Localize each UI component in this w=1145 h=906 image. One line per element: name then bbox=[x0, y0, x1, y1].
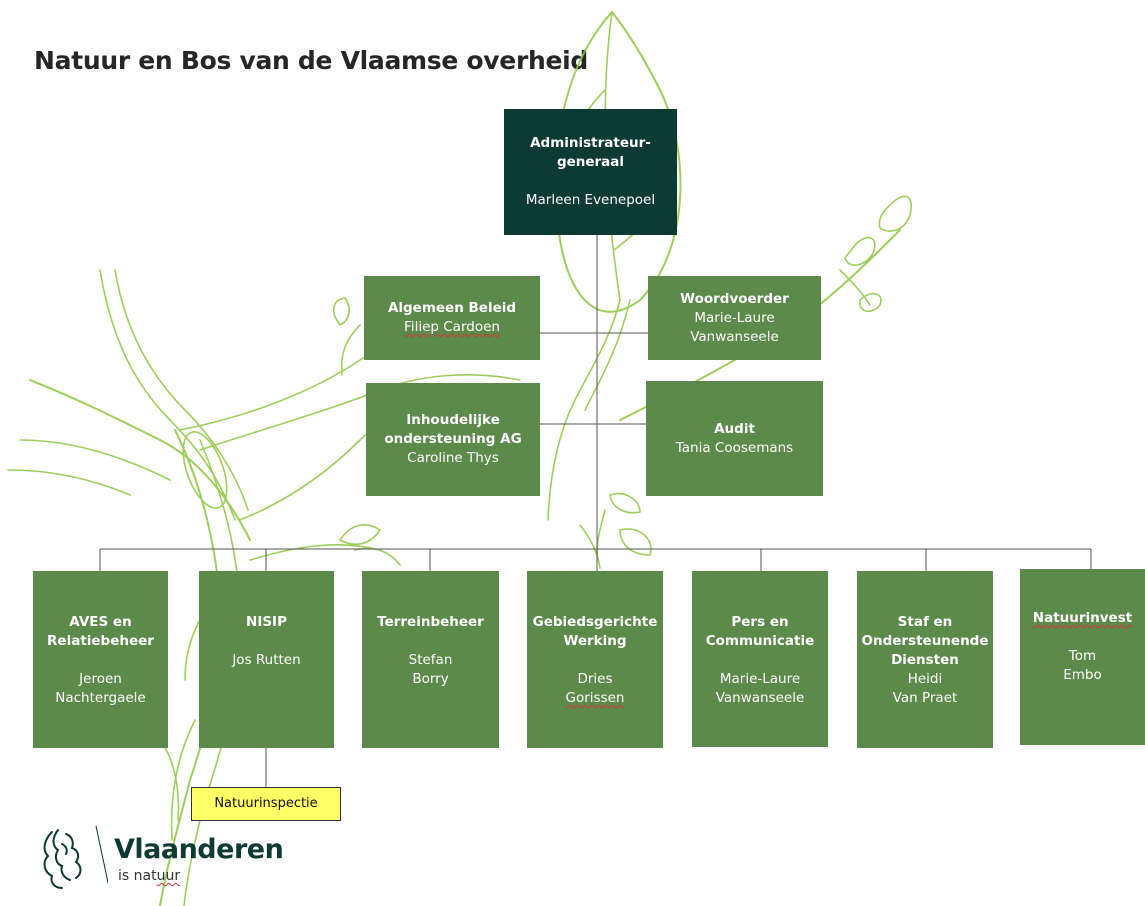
box-administrateur-generaal: Administrateur- generaal Marleen Evenepo… bbox=[504, 109, 677, 235]
box-gebiedsgerichte-werking: Gebiedsgerichte Werking Dries Gorissen bbox=[527, 571, 663, 748]
box-person: Tom Embo bbox=[1063, 648, 1102, 683]
logo-tagline-prefix: is nat bbox=[118, 868, 157, 884]
box-title: AVES en Relatiebeheer bbox=[47, 614, 154, 649]
page-title: Natuur en Bos van de Vlaamse overheid bbox=[34, 46, 588, 75]
box-natuurinspectie: Natuurinspectie bbox=[191, 787, 341, 821]
box-audit: Audit Tania Coosemans bbox=[646, 381, 823, 496]
box-person: Heidi Van Praet bbox=[892, 671, 958, 706]
box-person: Marie-Laure Vanwanseele bbox=[690, 309, 779, 345]
box-person: Marie-Laure Vanwanseele bbox=[715, 671, 805, 706]
box-person: Marleen Evenepoel bbox=[525, 192, 656, 208]
box-inhoudelijke-ondersteuning: Inhoudelijke ondersteuning AG Caroline T… bbox=[366, 383, 540, 496]
box-person: Stefan Borry bbox=[408, 652, 453, 687]
box-person: Jos Rutten bbox=[232, 652, 301, 668]
box-person: Caroline Thys bbox=[407, 450, 499, 466]
box-pers-communicatie: Pers en Communicatie Marie-Laure Vanwans… bbox=[692, 571, 828, 747]
box-title: Audit bbox=[714, 420, 755, 437]
box-title: Staf en Ondersteunende Diensten bbox=[861, 614, 989, 668]
box-person-last: Gorissen bbox=[565, 690, 625, 706]
box-staf-ondersteunende-diensten: Staf en Ondersteunende Diensten Heidi Va… bbox=[857, 571, 993, 748]
logo-wordmark: Vlaanderen bbox=[114, 834, 284, 865]
box-title: NISIP bbox=[246, 614, 287, 630]
box-person-first: Dries bbox=[577, 671, 613, 687]
box-title: Algemeen Beleid bbox=[387, 300, 517, 316]
logo-tagline: is natuur bbox=[118, 868, 180, 884]
box-title: Woordvoerder bbox=[680, 290, 789, 307]
box-title: Inhoudelijke ondersteuning AG bbox=[384, 412, 522, 447]
flemish-lion-icon bbox=[43, 826, 108, 889]
box-person: Tania Coosemans bbox=[675, 439, 794, 456]
box-woordvoerder: Woordvoerder Marie-Laure Vanwanseele bbox=[648, 276, 821, 360]
box-person: Filiep Cardoen bbox=[404, 319, 500, 335]
logo-tagline-suffix: uur bbox=[156, 868, 181, 884]
box-person: Jeroen Nachtergaele bbox=[55, 671, 146, 706]
box-title: Pers en Communicatie bbox=[705, 614, 815, 649]
box-title: Gebiedsgerichte Werking bbox=[532, 614, 658, 649]
box-title: Natuurinvest bbox=[1032, 610, 1133, 626]
box-title: Terreinbeheer bbox=[377, 614, 484, 630]
box-terreinbeheer: Terreinbeheer Stefan Borry bbox=[362, 571, 499, 748]
box-natuurinvest: Natuurinvest Tom Embo bbox=[1020, 569, 1145, 745]
box-algemeen-beleid: Algemeen Beleid Filiep Cardoen bbox=[364, 276, 540, 360]
box-nisip: NISIP Jos Rutten bbox=[199, 571, 334, 748]
box-title: Administrateur- generaal bbox=[530, 135, 651, 170]
box-aves-relatiebeheer: AVES en Relatiebeheer Jeroen Nachtergael… bbox=[33, 571, 168, 748]
